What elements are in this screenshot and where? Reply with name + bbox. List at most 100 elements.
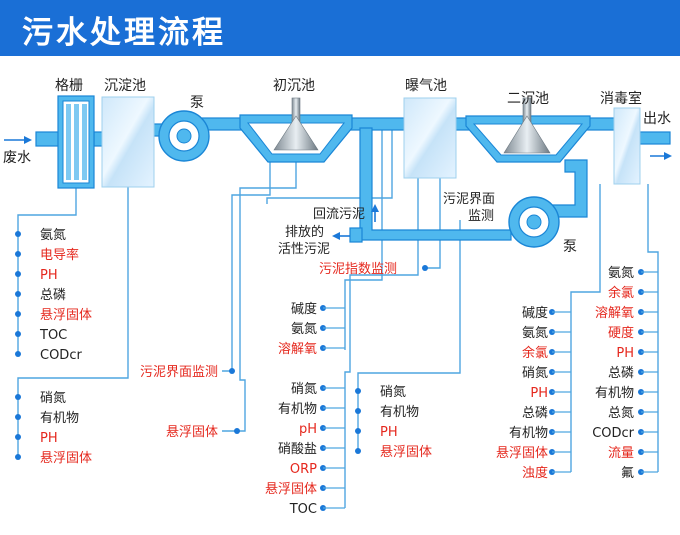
g1-param-label: PH	[40, 268, 58, 283]
connector-aeration-top	[344, 128, 383, 350]
g4-param-label: 悬浮固体	[166, 425, 218, 440]
discharge-pipe	[349, 227, 363, 243]
aeration-tank	[403, 97, 457, 179]
connector-aeration-group	[344, 178, 419, 508]
g8-param-label: 悬浮固体	[380, 445, 432, 460]
grille-unit	[57, 95, 95, 189]
label-grille: 格栅	[55, 78, 83, 94]
g2-param-label: 悬浮固体	[40, 451, 92, 466]
pipe-primary-to-aeration	[349, 117, 405, 131]
page-title: 污水处理流程	[22, 15, 226, 51]
connector-outlet	[647, 184, 659, 472]
connector-primary-return	[266, 128, 393, 204]
connector-grille	[17, 188, 77, 356]
g2-dot	[15, 394, 21, 400]
g6-param-label: 硝氮	[291, 382, 317, 397]
g2-param-label: 有机物	[40, 411, 79, 426]
label-pump-1: 泵	[190, 95, 204, 111]
g1-param-label: TOC	[39, 328, 67, 343]
g8-dot	[355, 428, 361, 434]
g3-param-label: 污泥界面监测	[140, 365, 218, 380]
g5-param-label: 碱度	[291, 301, 317, 317]
g10-param-label: 余氯	[608, 285, 634, 301]
label-return-sludge: 回流污泥	[313, 207, 365, 222]
g1-param-label: CODcr	[40, 348, 82, 363]
g6-param-label: 硝酸盐	[278, 442, 317, 457]
g6-param-label: pH	[299, 422, 317, 437]
g7-dot	[422, 265, 428, 271]
g9-param-label: 有机物	[509, 426, 548, 441]
connector-disinfection-in	[570, 184, 601, 472]
g10-param-label: 总氮	[608, 406, 634, 421]
primary-clarifier	[239, 97, 353, 163]
g2-param-label: 硝氮	[40, 391, 66, 406]
g8-param-label: 有机物	[380, 405, 419, 420]
g9-param-label: 浊度	[522, 465, 548, 481]
g3-dot	[229, 368, 235, 374]
g9-param-label: 碱度	[522, 305, 548, 321]
label-aeration: 曝气池	[405, 78, 447, 94]
g1-dot	[15, 231, 21, 237]
g8-dot	[355, 388, 361, 394]
g10-param-label: 硬度	[608, 325, 634, 341]
label-discharge-1: 排放的	[285, 224, 324, 240]
g6-param-label: TOC	[289, 502, 317, 517]
g6-param-label: 悬浮固体	[265, 482, 317, 497]
pump-1-icon	[158, 110, 210, 162]
connector-primary-ss	[222, 162, 297, 432]
label-sludge-interface-1: 污泥界面	[443, 192, 495, 207]
g2-dot	[15, 454, 21, 460]
g10-param-label: PH	[616, 346, 634, 361]
g1-dot	[15, 291, 21, 297]
label-discharge-2: 活性污泥	[278, 242, 330, 257]
sedimentation-tank	[101, 96, 155, 188]
g1-dot	[15, 251, 21, 257]
g2-dot	[15, 434, 21, 440]
g10-param-label: 流量	[608, 446, 634, 461]
g10-param-label: 有机物	[595, 386, 634, 401]
g9-param-label: 总磷	[522, 406, 548, 421]
label-disinfection: 消毒室	[600, 90, 642, 107]
connector-sludge-interface	[222, 162, 271, 372]
g1-param-label: 悬浮固体	[40, 308, 92, 323]
g9-param-label: 悬浮固体	[496, 446, 548, 461]
g8-dot	[355, 448, 361, 454]
g1-param-label: 总磷	[40, 288, 66, 303]
connector-sludge-index	[425, 178, 441, 269]
label-primary: 初沉池	[273, 77, 315, 94]
g10-param-label: 氨氮	[608, 266, 634, 281]
g10-param-label: 总磷	[608, 366, 634, 381]
g5-param-label: 氨氮	[291, 322, 317, 337]
g8-param-label: PH	[380, 425, 398, 440]
inlet-pipe	[35, 131, 61, 147]
g9-param-label: PH	[530, 386, 548, 401]
g9-param-label: 氨氮	[522, 326, 548, 341]
outlet-pipe	[639, 131, 671, 145]
g7-param-label: 污泥指数监测	[319, 262, 397, 277]
g5-param-label: 溶解氧	[278, 342, 317, 357]
g2-dot	[15, 414, 21, 420]
g9-param-label: 硝氮	[522, 366, 548, 381]
g1-param-label: 氨氮	[40, 228, 66, 243]
g10-param-label: 氟	[621, 466, 634, 481]
g8-param-label: 硝氮	[380, 385, 406, 400]
title-bar: 污水处理流程	[0, 0, 680, 56]
g1-dot	[15, 271, 21, 277]
label-sedimentation: 沉淀池	[104, 78, 146, 94]
pump-2-icon	[508, 196, 560, 248]
disinfection-chamber	[613, 107, 641, 185]
g4-dot	[234, 428, 240, 434]
parameter-groups: 氨氮电导率PH总磷悬浮固体TOCCODcr硝氮有机物PH悬浮固体污泥界面监测悬浮…	[15, 228, 658, 517]
g1-param-label: 电导率	[40, 247, 79, 263]
g10-param-label: CODcr	[592, 426, 634, 441]
label-inlet: 废水	[3, 150, 31, 166]
g8-dot	[355, 408, 361, 414]
label-secondary: 二沉池	[507, 91, 549, 107]
g6-param-label: ORP	[290, 462, 317, 477]
g10-param-label: 溶解氧	[595, 306, 634, 321]
g1-dot	[15, 351, 21, 357]
g9-param-label: 余氯	[522, 345, 548, 361]
secondary-clarifier	[465, 97, 591, 163]
g2-param-label: PH	[40, 431, 58, 446]
